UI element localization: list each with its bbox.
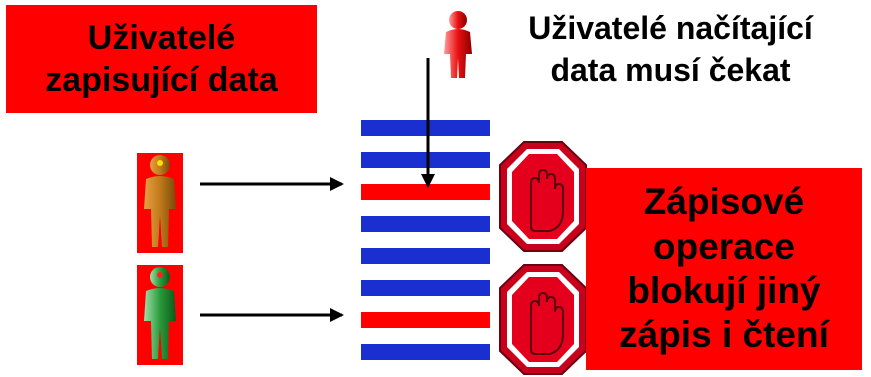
data-stripe-blue — [361, 280, 490, 296]
writers-label: Uživatelé zapisující data — [45, 18, 278, 100]
data-table-stripes — [361, 120, 490, 376]
readers-label-box: Uživatelé načítající data musí čekat — [498, 8, 843, 91]
data-stripe-blue — [361, 216, 490, 232]
data-stripe-blue — [361, 152, 490, 168]
person-writer-icon — [144, 267, 176, 359]
data-stripe-red — [361, 184, 490, 200]
operations-label: Zápisové operace blokují jiný zápis i čt… — [619, 181, 829, 356]
person-writer-icon — [144, 155, 176, 247]
operations-label-box: Zápisové operace blokují jiný zápis i čt… — [586, 168, 862, 370]
stop-hand-icon — [499, 141, 587, 252]
data-stripe-red — [361, 312, 490, 328]
data-stripe-blue — [361, 120, 490, 136]
data-stripe-blue — [361, 248, 490, 264]
stop-hand-icon — [499, 264, 587, 375]
writer-2-panel — [137, 265, 183, 365]
data-stripe-blue — [361, 344, 490, 360]
writers-label-box: Uživatelé zapisující data — [6, 5, 317, 113]
reader-person-icon — [444, 11, 472, 78]
writer-1-panel — [137, 153, 183, 253]
readers-label: Uživatelé načítající data musí čekat — [528, 10, 813, 88]
